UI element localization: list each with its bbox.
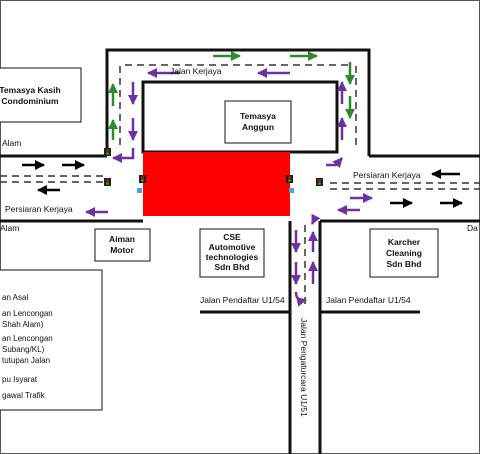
detour-subang-arrows [108, 51, 355, 140]
cse-label-2: Automotive [209, 242, 256, 252]
aiman-motor-box [94, 228, 151, 262]
traffic-warden-icon [289, 188, 294, 193]
jalan-kerjaya-outer-edge [105, 48, 371, 156]
temasya-kasih-box [0, 67, 82, 123]
traffic-lights [104, 148, 323, 186]
detour-shah-alam-arrows [85, 68, 373, 307]
traffic-light-icon [139, 175, 146, 183]
legend-detour-2-line-2: Subang/KL) [2, 345, 45, 354]
traffic-light-icon [104, 148, 111, 156]
legend-box [0, 269, 103, 411]
road-closure-area [143, 152, 290, 216]
lane-markings [0, 64, 480, 305]
cse-label-3: technologies [206, 252, 259, 262]
persiaran-kerjaya-right-label: Persiaran Kerjaya [353, 170, 421, 180]
karcher-box [369, 228, 439, 278]
jalan-pendaftar-left-label: Jalan Pendaftar U1/54 [200, 295, 285, 305]
cse-label-1: CSE [223, 232, 241, 242]
traffic-light-icon [316, 178, 323, 186]
aiman-motor-label-1: Aiman [109, 234, 135, 244]
karcher-label-2: Cleaning [386, 248, 422, 258]
karcher-label-3: Sdn Bhd [387, 259, 422, 269]
pendaftar-left-edge [200, 310, 292, 454]
legend-traffic-light: pu Isyarat [2, 375, 38, 384]
cse-label-4: Sdn Bhd [215, 262, 250, 272]
legend-detour-1-line-1: an Lencongan [2, 309, 53, 318]
traffic-warden-icon [137, 188, 142, 193]
persiaran-kerjaya-left-label: Persiaran Kerjaya [5, 204, 73, 214]
legend-traffic-warden: gawal Trafik [2, 391, 46, 400]
legend-original-route: an Asal [2, 293, 28, 302]
legend-detour-2-line-1: an Lencongan [2, 334, 53, 343]
aiman-motor-label-2: Motor [110, 245, 134, 255]
legend-detour-1-line-2: Shah Alam) [2, 320, 44, 329]
jalan-kerjaya-label: Jalan Kerjaya [170, 66, 222, 76]
alam-road-label-lower: Alam [0, 223, 19, 233]
traffic-light-icon [286, 175, 293, 183]
temasya-anggun-box [224, 100, 292, 144]
pendaftar-right-edge [318, 310, 420, 454]
alam-road-label: Alam [2, 138, 21, 148]
jalan-pengaturcara-label: Jalan Pengaturcara U1/51 [299, 318, 309, 417]
karcher-label-1: Karcher [388, 237, 421, 247]
da-road-label: Da [467, 223, 478, 233]
temasya-kasih-label-2: Condominium [1, 96, 59, 106]
cse-box [199, 228, 265, 278]
traffic-wardens [137, 188, 294, 193]
temasya-anggun-label-1: Temasya [240, 111, 276, 121]
temasya-anggun-label-2: Anggun [242, 122, 274, 132]
jalan-pendaftar-right-label: Jalan Pendaftar U1/54 [326, 295, 411, 305]
traffic-light-icon [104, 178, 111, 186]
temasya-kasih-label-1: Temasya Kasih [0, 85, 61, 95]
legend-road-closure: tutupan Jalan [2, 356, 50, 365]
original-route-arrows [22, 160, 463, 208]
